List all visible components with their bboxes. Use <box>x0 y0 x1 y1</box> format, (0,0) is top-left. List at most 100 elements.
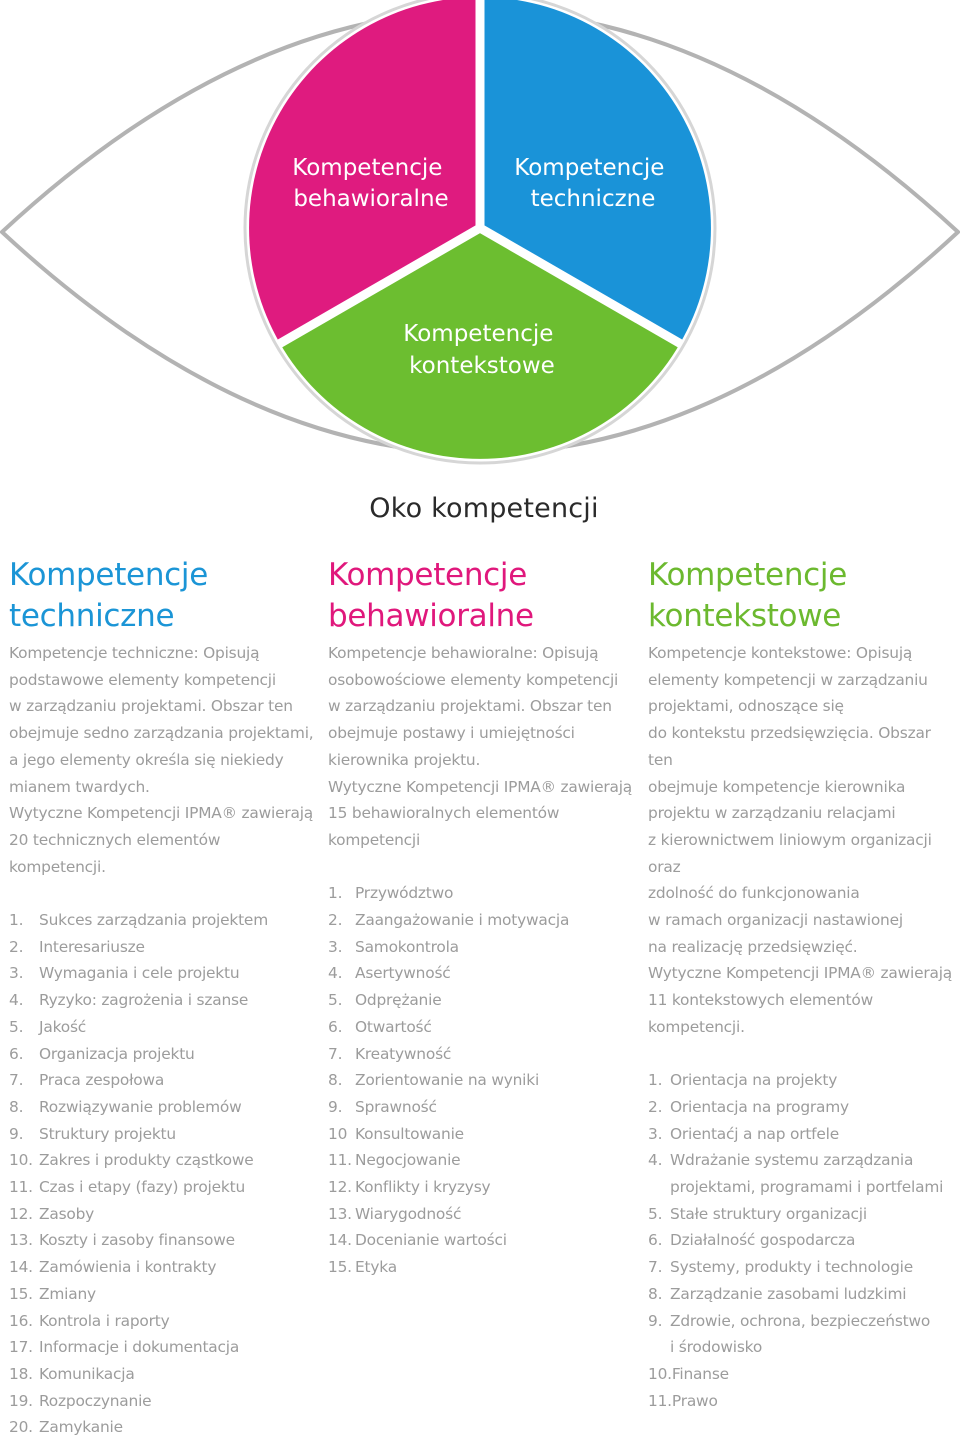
item-text: Konflikty i kryzysy <box>355 1178 491 1197</box>
item-text: Wymagania i cele projektu <box>39 964 240 983</box>
list-item: 10.Zakres i produkty cząstkowe <box>9 1147 319 1174</box>
item-number: 4. <box>648 1151 663 1170</box>
behavioral-column-title: Kompetencje behawioralne <box>328 555 638 637</box>
list-item: 13. Koszty i zasoby finansowe <box>9 1227 319 1254</box>
technical-description: Kompetencje techniczne: Opisują podstawo… <box>9 644 314 876</box>
list-item: 1.Przywództwo <box>328 880 638 907</box>
item-number: 11. <box>328 1151 352 1170</box>
item-number: 4. <box>328 964 343 983</box>
contextual-description: Kompetencje kontekstowe: Opisują element… <box>648 644 953 1036</box>
list-item: 5. Stałe struktury organizacji <box>648 1201 960 1228</box>
technical-column-title: Kompetencje techniczne <box>9 555 319 637</box>
list-item: 2. Interesariusze <box>9 934 319 961</box>
list-item: 1. Sukces zarządzania projektem <box>9 907 319 934</box>
item-text: Komunikacja <box>39 1364 135 1383</box>
item-text: Działalność gospodarcza <box>670 1231 856 1250</box>
item-text: Praca zespołowa <box>39 1071 165 1090</box>
item-number: 1. <box>648 1071 663 1090</box>
eye-outline <box>0 9 960 456</box>
item-number: 6. <box>648 1231 663 1250</box>
item-number: 9. <box>648 1311 663 1330</box>
item-text: Struktury projektu <box>39 1124 176 1143</box>
list-item: 1. Orientacja na projekty <box>648 1067 960 1094</box>
item-number: 6. <box>9 1044 24 1063</box>
item-number: 19. <box>9 1391 33 1410</box>
item-text: Negocjowanie <box>355 1151 461 1170</box>
list-item: 7. Praca zespołowa <box>9 1067 319 1094</box>
item-text: Zasoby <box>39 1204 95 1223</box>
list-item: 16.Kontrola i raporty <box>9 1308 319 1335</box>
item-text: Stałe struktury organizacji <box>670 1204 867 1223</box>
item-number: 14. <box>328 1231 352 1250</box>
list-item: 8. Zorientowanie na wyniki <box>328 1067 638 1094</box>
segment-contextual[interactable] <box>280 228 680 459</box>
item-text: Sukces zarządzania projektem <box>39 911 268 930</box>
segment-behavioral-label: behawioralne <box>293 186 448 212</box>
item-number: 13. <box>9 1231 33 1250</box>
list-item: 18. Komunikacja <box>9 1361 319 1388</box>
item-text: Systemy, produkty i technologie <box>670 1258 913 1277</box>
svg-text:Kompetencje behawioralne: Kompetencje behawioralne <box>292 155 449 212</box>
contextual-competences-column: Kompetencje kontekstowe Kompetencje kont… <box>648 555 960 1414</box>
item-number: 13. <box>328 1204 352 1223</box>
segment-technical-label: techniczne <box>531 186 656 212</box>
item-number: 5. <box>648 1204 663 1223</box>
item-text: Docenianie wartości <box>355 1231 507 1250</box>
item-text: Wdrażanie systemu zarządzania projektami… <box>670 1151 944 1197</box>
list-item: 2. Orientacja na programy <box>648 1094 960 1121</box>
item-number: 10. <box>9 1151 33 1170</box>
segment-divider <box>276 224 483 348</box>
behavioral-description: Kompetencje behawioralne: Opisują osobow… <box>328 644 633 849</box>
item-text: Rozwiązywanie problemów <box>39 1097 242 1116</box>
item-number: 3. <box>648 1124 663 1143</box>
item-number: 15. <box>328 1258 352 1277</box>
item-text: Wiarygodność <box>355 1204 462 1223</box>
item-text: Interesariusze <box>39 937 145 956</box>
item-number: 18. <box>9 1364 33 1383</box>
list-item: 6.Otwartość <box>328 1014 638 1041</box>
item-number: 9. <box>328 1097 343 1116</box>
item-number: 4. <box>9 991 24 1010</box>
title-line: Kompetencje <box>328 557 528 593</box>
item-number: 2. <box>648 1097 663 1116</box>
item-number: 17. <box>9 1338 33 1357</box>
item-text: Zdrowie, ochrona, bezpieczeństwo i środo… <box>670 1311 931 1357</box>
item-text: Zamówienia i kontrakty <box>39 1258 217 1277</box>
list-item: 9.Struktury projektu <box>9 1121 319 1148</box>
list-item: 15.Zmiany <box>9 1281 319 1308</box>
list-item: 7. Systemy, produkty i technologie <box>648 1254 960 1281</box>
list-item: 12.Zasoby <box>9 1201 319 1228</box>
item-text: Finanse <box>671 1364 729 1383</box>
diagram-title: Oko kompetencji <box>369 493 599 524</box>
item-text: Orientacja na projekty <box>670 1071 838 1090</box>
item-text: Zamykanie <box>39 1418 123 1437</box>
item-text: Koszty i zasoby finansowe <box>39 1231 235 1250</box>
list-item: 15.Etyka <box>328 1254 638 1281</box>
title-line: behawioralne <box>328 598 534 634</box>
technical-competences-column: Kompetencje techniczne Kompetencje techn… <box>9 555 319 1439</box>
list-item: 7.Kreatywność <box>328 1041 638 1068</box>
item-number: 2. <box>9 937 24 956</box>
segment-contextual-label: Kompetencje <box>403 321 553 347</box>
item-text: Zorientowanie na wyniki <box>355 1071 540 1090</box>
list-item: 6.Organizacja projektu <box>9 1041 319 1068</box>
list-item: 20. Zamykanie <box>9 1414 319 1439</box>
item-number: 7. <box>328 1044 343 1063</box>
list-item: 11.Prawo <box>648 1388 960 1415</box>
list-item: 9.Sprawność <box>328 1094 638 1121</box>
list-item: 19.Rozpoczynanie <box>9 1388 319 1415</box>
item-text: Orientacja na programy <box>670 1097 849 1116</box>
item-number: 2. <box>328 911 343 930</box>
item-number: 1. <box>9 911 24 930</box>
item-number: 7. <box>9 1071 24 1090</box>
list-item: 14.Zamówienia i kontrakty <box>9 1254 319 1281</box>
item-number: 7. <box>648 1258 663 1277</box>
item-text: Otwartość <box>355 1017 432 1036</box>
item-text: Odprężanie <box>355 991 442 1010</box>
list-item: 3.Wymagania i cele projektu <box>9 960 319 987</box>
svg-text:Kompetencje kontekstowe: Kompetencje kontekstowe <box>403 321 560 379</box>
list-item: 3.Samokontrola <box>328 934 638 961</box>
item-number: 20. <box>9 1418 33 1437</box>
item-number: 8. <box>328 1071 343 1090</box>
